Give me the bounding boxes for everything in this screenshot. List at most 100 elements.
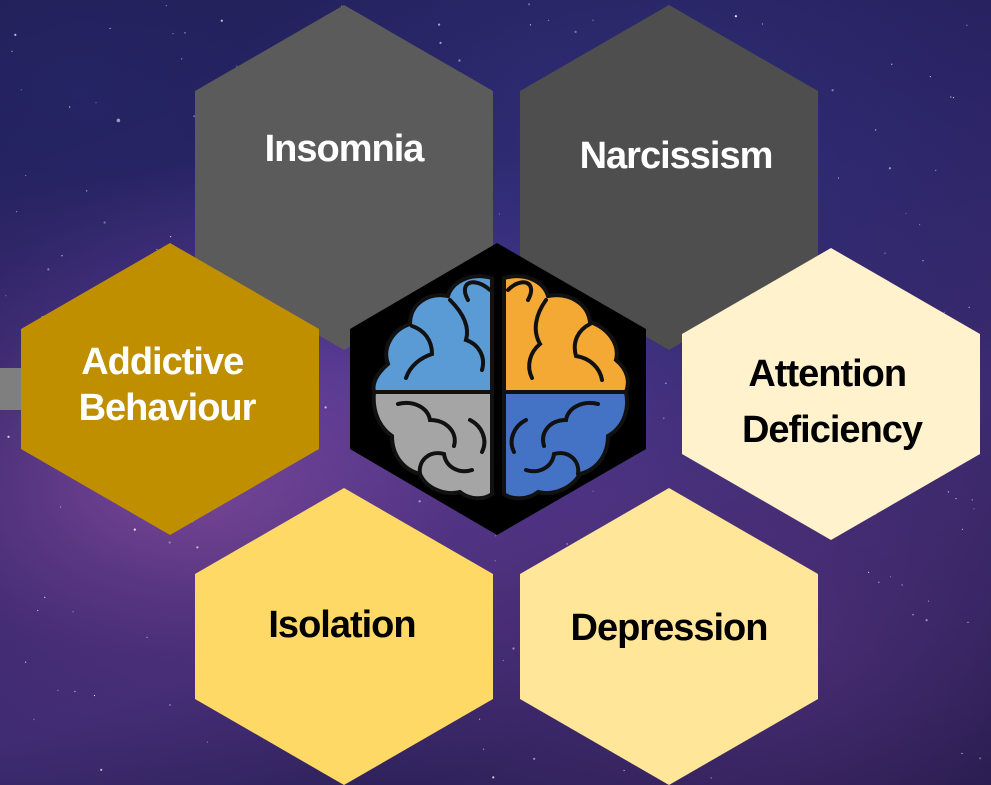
- star: [483, 748, 485, 750]
- star: [929, 76, 932, 78]
- star: [184, 32, 186, 34]
- hexagon-shape: [682, 248, 980, 540]
- star: [109, 27, 111, 29]
- hexagon-label: Addictive Behaviour: [79, 341, 257, 429]
- star: [547, 19, 550, 21]
- star: [193, 115, 195, 117]
- star: [20, 89, 22, 91]
- hexagon-shape: [520, 5, 818, 350]
- star: [33, 718, 35, 720]
- star: [439, 41, 442, 45]
- connector-bar: [0, 368, 24, 410]
- brain-icon: [371, 274, 630, 501]
- star: [891, 63, 893, 65]
- star: [529, 24, 532, 26]
- star: [831, 89, 834, 92]
- star: [868, 571, 870, 573]
- star: [438, 23, 441, 26]
- star: [623, 769, 625, 772]
- hexagon-shape: [520, 488, 818, 785]
- star: [922, 260, 924, 262]
- star: [734, 15, 738, 18]
- star: [888, 167, 892, 170]
- star: [492, 776, 495, 779]
- brain-right-lower: [502, 390, 629, 501]
- star: [502, 659, 504, 662]
- star: [44, 596, 46, 599]
- hex-addictive-behaviour: Addictive Behaviour: [21, 243, 319, 535]
- star: [11, 50, 13, 53]
- star: [710, 777, 712, 779]
- brain-left-upper: [371, 274, 494, 394]
- star: [74, 690, 76, 693]
- hexagon-label: Insomnia: [265, 128, 426, 170]
- star: [236, 65, 238, 67]
- star: [961, 528, 964, 530]
- hexagon-label: Narcissism: [580, 135, 773, 177]
- star: [14, 33, 17, 37]
- star: [169, 704, 171, 706]
- hex-insomnia: Insomnia: [195, 5, 493, 350]
- star: [103, 221, 106, 224]
- star: [574, 30, 577, 33]
- star: [528, 3, 531, 6]
- star: [967, 621, 969, 623]
- star: [919, 224, 921, 226]
- star: [61, 255, 63, 257]
- star: [875, 129, 877, 131]
- star: [950, 96, 952, 98]
- star: [16, 211, 18, 213]
- brain-left-lower: [371, 390, 494, 501]
- star: [418, 500, 421, 503]
- star: [901, 584, 903, 586]
- star: [905, 212, 907, 214]
- star: [979, 757, 982, 760]
- star: [181, 58, 183, 60]
- star: [494, 560, 496, 562]
- hex-isolation: Isolation: [195, 488, 493, 785]
- star: [5, 295, 7, 297]
- star: [146, 636, 148, 638]
- hexagon-shape: [195, 5, 493, 350]
- star: [116, 118, 121, 123]
- star: [966, 24, 968, 26]
- hexagon-label: Depression: [571, 607, 768, 649]
- star: [665, 382, 667, 384]
- star: [495, 535, 497, 537]
- star: [156, 248, 158, 251]
- star: [971, 499, 973, 501]
- star: [196, 546, 199, 549]
- star: [955, 498, 957, 500]
- star: [7, 435, 10, 438]
- star: [37, 609, 39, 612]
- hex-depression: Depression: [520, 488, 818, 785]
- star: [133, 528, 136, 531]
- star: [925, 619, 928, 622]
- star: [947, 491, 950, 493]
- star: [95, 102, 97, 104]
- star: [172, 33, 174, 35]
- star: [93, 694, 96, 697]
- star: [878, 581, 880, 583]
- star: [952, 97, 955, 99]
- hexagon-label: Isolation: [268, 604, 415, 646]
- star: [935, 169, 937, 171]
- star: [69, 106, 71, 108]
- star: [165, 5, 167, 7]
- star: [884, 252, 886, 254]
- star: [837, 177, 840, 179]
- hex-attention-deficiency: Attention Deficiency: [682, 248, 980, 540]
- star: [961, 752, 963, 755]
- star: [458, 59, 461, 62]
- star: [761, 23, 764, 25]
- hexagon-shape: [21, 243, 319, 535]
- star: [968, 306, 970, 308]
- star: [170, 236, 172, 238]
- star: [47, 268, 50, 271]
- star: [498, 213, 500, 215]
- hex-narcissism: Narcissism: [520, 5, 818, 350]
- star: [663, 417, 665, 419]
- star: [57, 689, 59, 691]
